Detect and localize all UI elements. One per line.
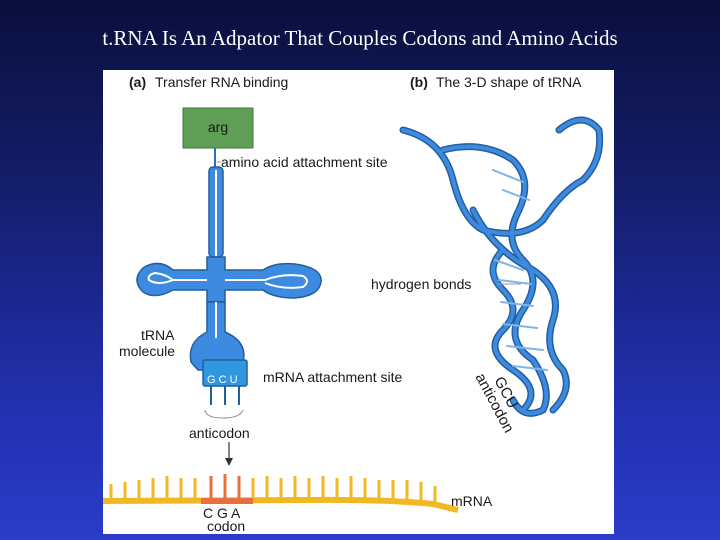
anticodon-arrowhead — [225, 458, 233, 466]
anticodon-bases: G C U — [207, 374, 238, 386]
anticodon-label: anticodon — [189, 425, 250, 441]
mrna-strand — [103, 496, 459, 513]
trna-inner-loops — [147, 170, 308, 338]
codon-segment — [201, 498, 253, 504]
attachment-site-label: amino acid attachment site — [221, 154, 388, 170]
mrna-attachment-label: mRNA attachment site — [263, 369, 402, 385]
codon-bases: C G A — [203, 505, 241, 521]
panel-b-letter: (b) — [410, 74, 428, 90]
amino-acid-label: arg — [208, 119, 228, 135]
anticodon-legs — [210, 386, 240, 405]
mrna-label: mRNA — [451, 493, 493, 509]
hydrogen-bonds-label: hydrogen bonds — [371, 276, 471, 292]
codon-teeth — [209, 474, 241, 500]
anticodon-bracket — [204, 409, 244, 419]
trna-diagram: (a) Transfer RNA binding (b) The 3-D sha… — [103, 74, 604, 534]
codon-label: codon — [207, 518, 245, 534]
mrna-teeth — [109, 476, 437, 507]
trna-figure: (a) Transfer RNA binding (b) The 3-D sha… — [103, 70, 614, 534]
panel-a-title: Transfer RNA binding — [155, 74, 288, 90]
trna-label-1: tRNA — [141, 327, 175, 343]
trna-label-2: molecule — [119, 343, 175, 359]
panel-a-letter: (a) — [129, 74, 146, 90]
trna-3d-ribbon — [399, 116, 604, 417]
arg-box — [182, 107, 254, 149]
slide-title: t.RNA Is An Adpator That Couples Codons … — [102, 26, 618, 50]
panel-b-title: The 3-D shape of tRNA — [436, 74, 582, 90]
